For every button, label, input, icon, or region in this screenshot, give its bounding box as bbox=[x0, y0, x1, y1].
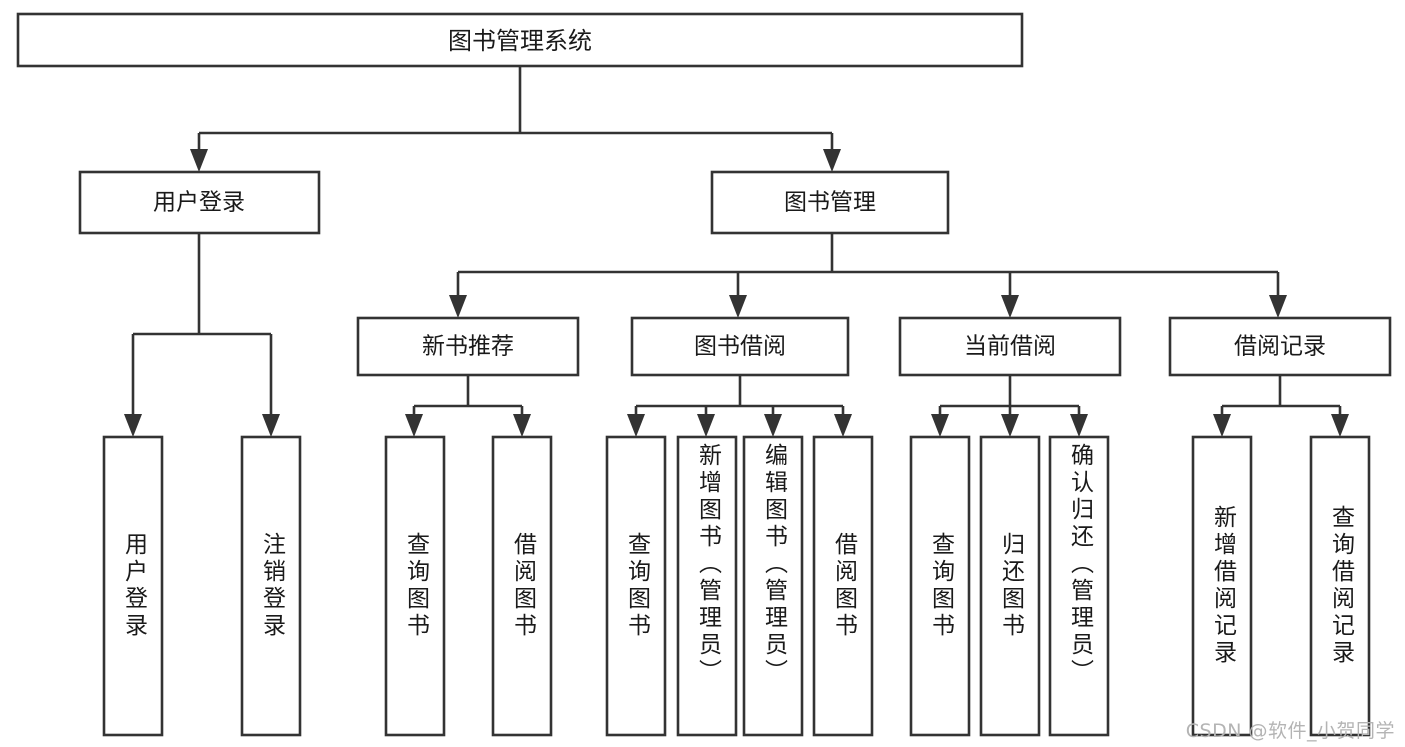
connectors-current-borrow-subtree bbox=[931, 375, 1088, 437]
node-user-login[interactable]: 用户登录 bbox=[78, 170, 321, 235]
leaf-box-borrow-take-book[interactable] bbox=[812, 435, 874, 737]
node-current-borrowing-label: 当前借阅 bbox=[964, 334, 1056, 360]
connectors-book-mgmt-subtree bbox=[449, 233, 1287, 318]
leaf-box-rec-query-book[interactable] bbox=[384, 435, 446, 737]
node-new-book-recommendation-label: 新书推荐 bbox=[422, 334, 514, 360]
leaf-box-user-logout[interactable] bbox=[240, 435, 302, 737]
leaf-box-rec-add-record[interactable] bbox=[1191, 435, 1253, 737]
connectors-new-book-rec-subtree bbox=[405, 375, 531, 437]
node-book-borrowing[interactable]: 图书借阅 bbox=[630, 316, 850, 377]
leaf-box-borrow-add-book[interactable] bbox=[676, 435, 738, 737]
connectors-book-borrow-subtree bbox=[627, 375, 852, 437]
connectors-level1-to-level2 bbox=[190, 66, 841, 172]
leaf-box-cur-query-book[interactable] bbox=[909, 435, 971, 737]
leaf-box-cur-return-book[interactable] bbox=[979, 435, 1041, 737]
node-book-management-label: 图书管理 bbox=[784, 190, 876, 216]
node-book-management[interactable]: 图书管理 bbox=[710, 170, 950, 235]
node-book-borrowing-label: 图书借阅 bbox=[694, 334, 786, 360]
leaf-box-borrow-edit-book[interactable] bbox=[742, 435, 804, 737]
leaf-box-cur-confirm-return[interactable] bbox=[1048, 435, 1110, 737]
leaf-box-borrow-query-book[interactable] bbox=[605, 435, 667, 737]
connectors-user-login-subtree bbox=[124, 233, 280, 437]
connectors-borrow-record-subtree bbox=[1213, 375, 1349, 437]
leaf-box-rec-search-record[interactable] bbox=[1309, 435, 1371, 737]
node-root[interactable]: 图书管理系统 bbox=[16, 12, 1024, 68]
leaf-box-user-login[interactable] bbox=[102, 435, 164, 737]
leaf-boxes bbox=[102, 435, 1371, 737]
node-borrow-record[interactable]: 借阅记录 bbox=[1168, 316, 1392, 377]
node-root-label: 图书管理系统 bbox=[448, 27, 592, 55]
node-borrow-record-label: 借阅记录 bbox=[1234, 334, 1326, 360]
csdn-watermark: CSDN @软件_小贺同学 bbox=[1185, 720, 1395, 742]
node-user-login-label: 用户登录 bbox=[153, 190, 245, 216]
node-new-book-recommendation[interactable]: 新书推荐 bbox=[356, 316, 580, 377]
leaf-box-rec-borrow-book[interactable] bbox=[491, 435, 553, 737]
node-current-borrowing[interactable]: 当前借阅 bbox=[898, 316, 1122, 377]
